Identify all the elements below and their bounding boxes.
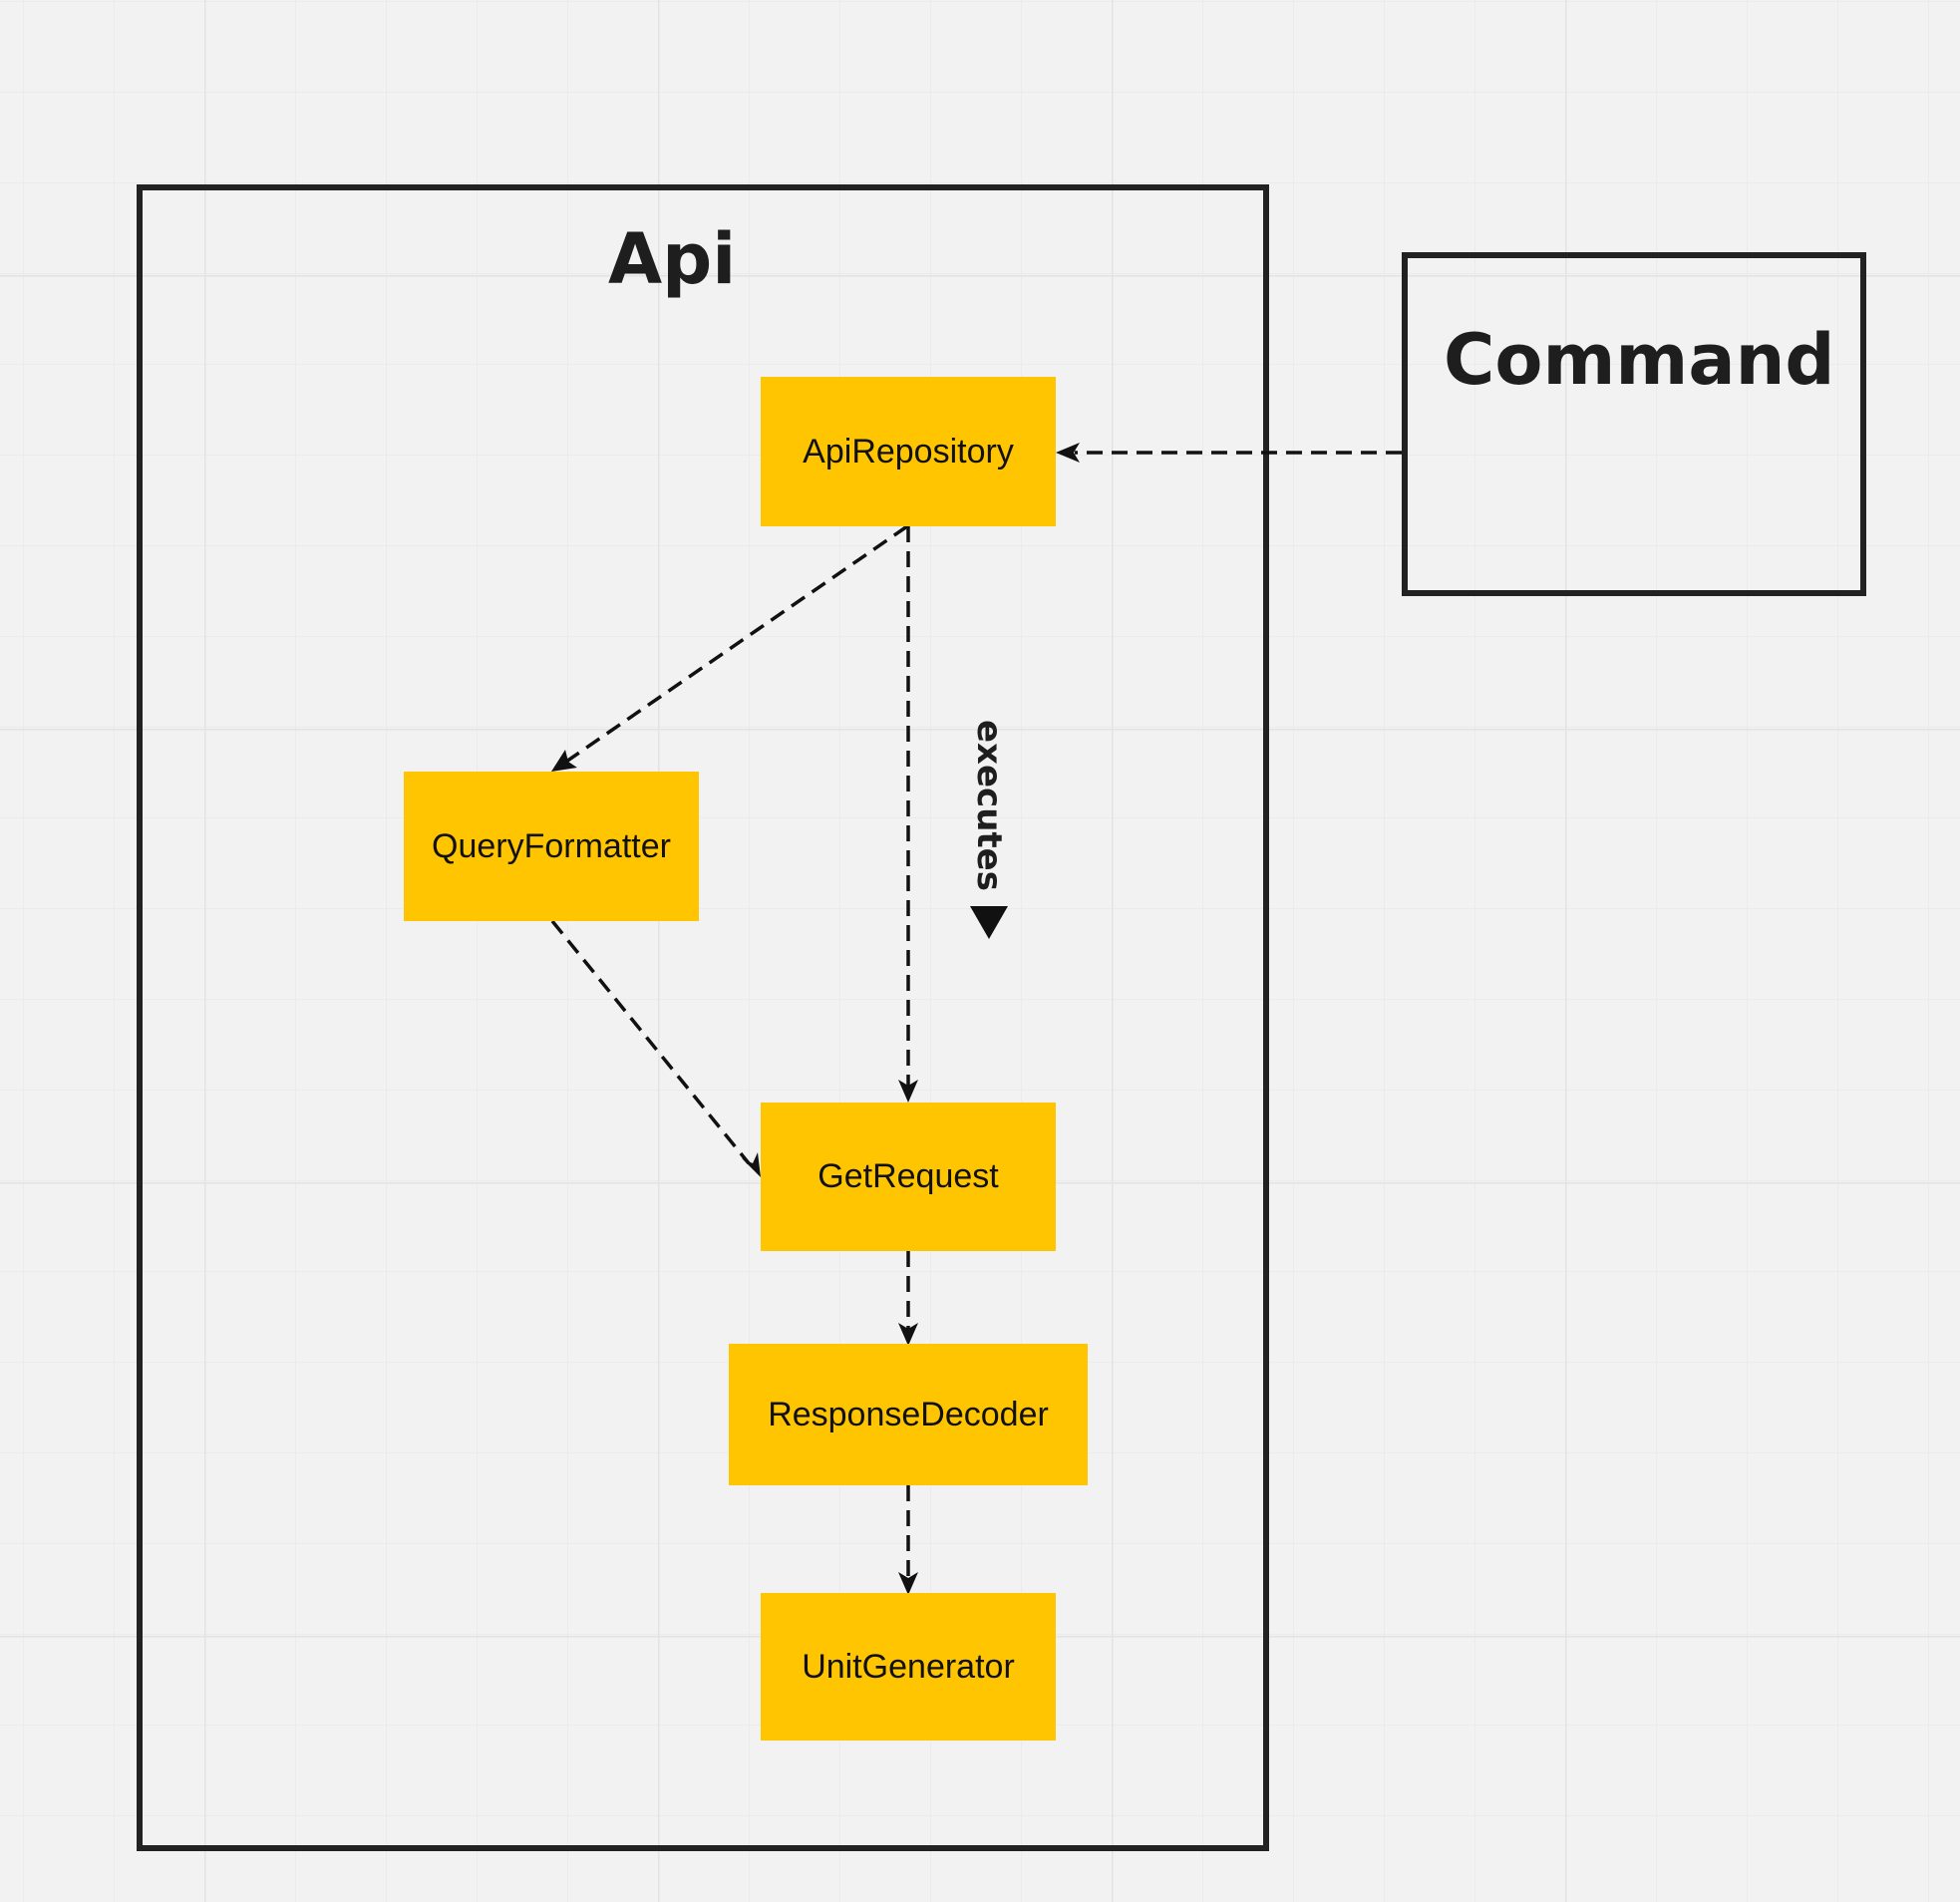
api-frame-title: Api <box>608 218 737 300</box>
node-get-request[interactable]: GetRequest <box>761 1103 1056 1251</box>
edge-queryformatter-to-getrequest[interactable] <box>550 919 751 1165</box>
api-group[interactable] <box>137 184 1269 1851</box>
node-api-repository[interactable]: ApiRepository <box>761 377 1056 526</box>
direction-triangle-icon <box>970 906 1008 939</box>
arrowhead-apirepository <box>1056 443 1080 463</box>
node-query-formatter[interactable]: QueryFormatter <box>404 772 699 921</box>
arrowhead-unitgenerator <box>898 1572 918 1595</box>
command-group[interactable] <box>1402 252 1866 596</box>
edge-apirepository-to-queryformatter[interactable] <box>565 524 908 764</box>
command-frame-title: Command <box>1444 319 1835 401</box>
edge-label-executes: executes <box>969 720 1009 891</box>
node-response-decoder[interactable]: ResponseDecoder <box>729 1344 1088 1485</box>
node-unit-generator[interactable]: UnitGenerator <box>761 1593 1056 1741</box>
arrowhead-queryformatter <box>551 750 577 772</box>
arrowhead-getrequest-left <box>742 1152 761 1177</box>
arrowhead-responsedecoder <box>898 1323 918 1346</box>
arrowhead-getrequest-top <box>898 1080 918 1103</box>
